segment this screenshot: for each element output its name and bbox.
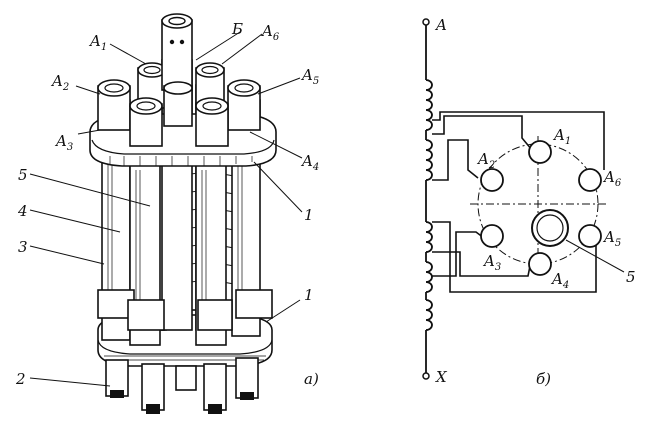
label-a3-right: A3	[482, 252, 501, 273]
tap-leads	[432, 111, 605, 293]
label-5-left: 5	[18, 166, 28, 184]
label-1-lower: 1	[304, 286, 314, 304]
winding	[425, 25, 433, 373]
caption-a: а)	[304, 370, 319, 388]
terminal-a	[422, 18, 430, 26]
bushing-a3	[480, 224, 504, 248]
bushing-a5	[578, 224, 602, 248]
label-5-right: 5	[626, 268, 636, 286]
bushings	[480, 140, 602, 276]
label-2-left: 2	[15, 370, 26, 388]
label-3-left: 3	[18, 238, 28, 256]
terminal-x	[422, 372, 430, 380]
lower-clamps	[97, 289, 273, 331]
label-a1-right: A1	[552, 126, 571, 147]
assembly-drawing: A1 A2 A3 Б A6 A5 A4 1 1 5 4 3 2 а)	[15, 13, 319, 414]
terminal-a-label: A	[434, 16, 447, 34]
label-a3-left: A3	[54, 132, 73, 153]
terminal-x-label: X	[435, 368, 448, 386]
label-a6-right: A6	[602, 168, 622, 189]
top-tubes	[97, 13, 261, 147]
label-b-left: Б	[231, 20, 243, 38]
bushing-a2	[480, 168, 504, 192]
bushing-a1	[528, 140, 552, 164]
label-1-upper: 1	[304, 206, 314, 224]
label-a2-left: A2	[50, 72, 69, 93]
caption-b: б)	[536, 370, 551, 388]
wiring-diagram: A X	[422, 16, 636, 388]
bushing-a4	[528, 252, 552, 276]
label-a5-left: A5	[300, 66, 319, 87]
bushing-a6	[578, 168, 602, 192]
label-a1-left: A1	[88, 32, 107, 53]
label-a2-right: A2	[476, 150, 495, 171]
label-a5-right: A5	[602, 228, 621, 249]
label-a4-left: A4	[300, 152, 319, 173]
label-a4-right: A4	[550, 270, 569, 291]
label-a6-left: A6	[260, 22, 280, 43]
leader-lines-left	[29, 31, 303, 387]
bottom-terminals	[105, 357, 259, 414]
label-4-left: 4	[17, 202, 28, 220]
